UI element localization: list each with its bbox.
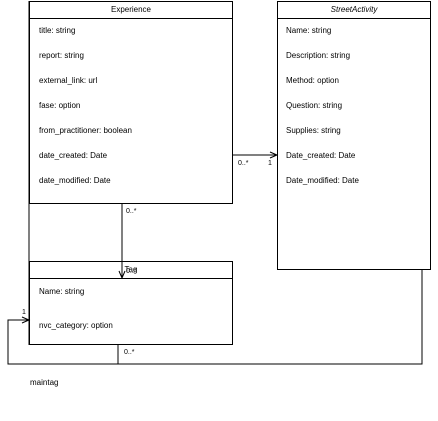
experience-attr: fase: option xyxy=(39,101,81,110)
experience-attr: title: string xyxy=(39,26,76,35)
tag-attr: Name: string xyxy=(39,287,85,296)
experience-body xyxy=(29,18,233,204)
street-activity-body xyxy=(277,18,431,270)
experience-title: Experience xyxy=(110,5,152,14)
street-activity-attr: Supplies: string xyxy=(286,126,341,135)
tag-title: Tag xyxy=(124,265,138,274)
street-activity-attr: Method: option xyxy=(286,76,339,85)
multiplicity-tag-self-bottom: 0..* xyxy=(124,349,135,356)
street-activity-attr: Question: string xyxy=(286,101,343,110)
tag-body xyxy=(29,278,233,345)
tag-self-association-label: maintag xyxy=(30,378,59,387)
multiplicity-tag-self-top: 1 xyxy=(22,309,26,316)
multiplicity-experience-street-right: 1 xyxy=(268,160,272,167)
street-activity-attr: Date_created: Date xyxy=(286,151,356,160)
experience-attr: external_link: url xyxy=(39,76,98,85)
multiplicity-experience-tag-bottom: 0..* xyxy=(126,268,137,275)
multiplicity-experience-tag-top: 0..* xyxy=(126,208,137,215)
multiplicity-experience-street-left: 0..* xyxy=(238,160,249,167)
street-activity-attr: Name: string xyxy=(286,26,332,35)
tag-attr: nvc_category: option xyxy=(39,321,113,330)
experience-attr: date_modified: Date xyxy=(39,176,111,185)
experience-attr: from_practitioner: boolean xyxy=(39,126,132,135)
street-activity-attr: Date_modified: Date xyxy=(286,176,359,185)
street-activity-title: StreetActivity xyxy=(330,5,378,14)
experience-attr: report: string xyxy=(39,51,84,60)
experience-attr: date_created: Date xyxy=(39,151,108,160)
street-activity-attr: Description: string xyxy=(286,51,351,60)
